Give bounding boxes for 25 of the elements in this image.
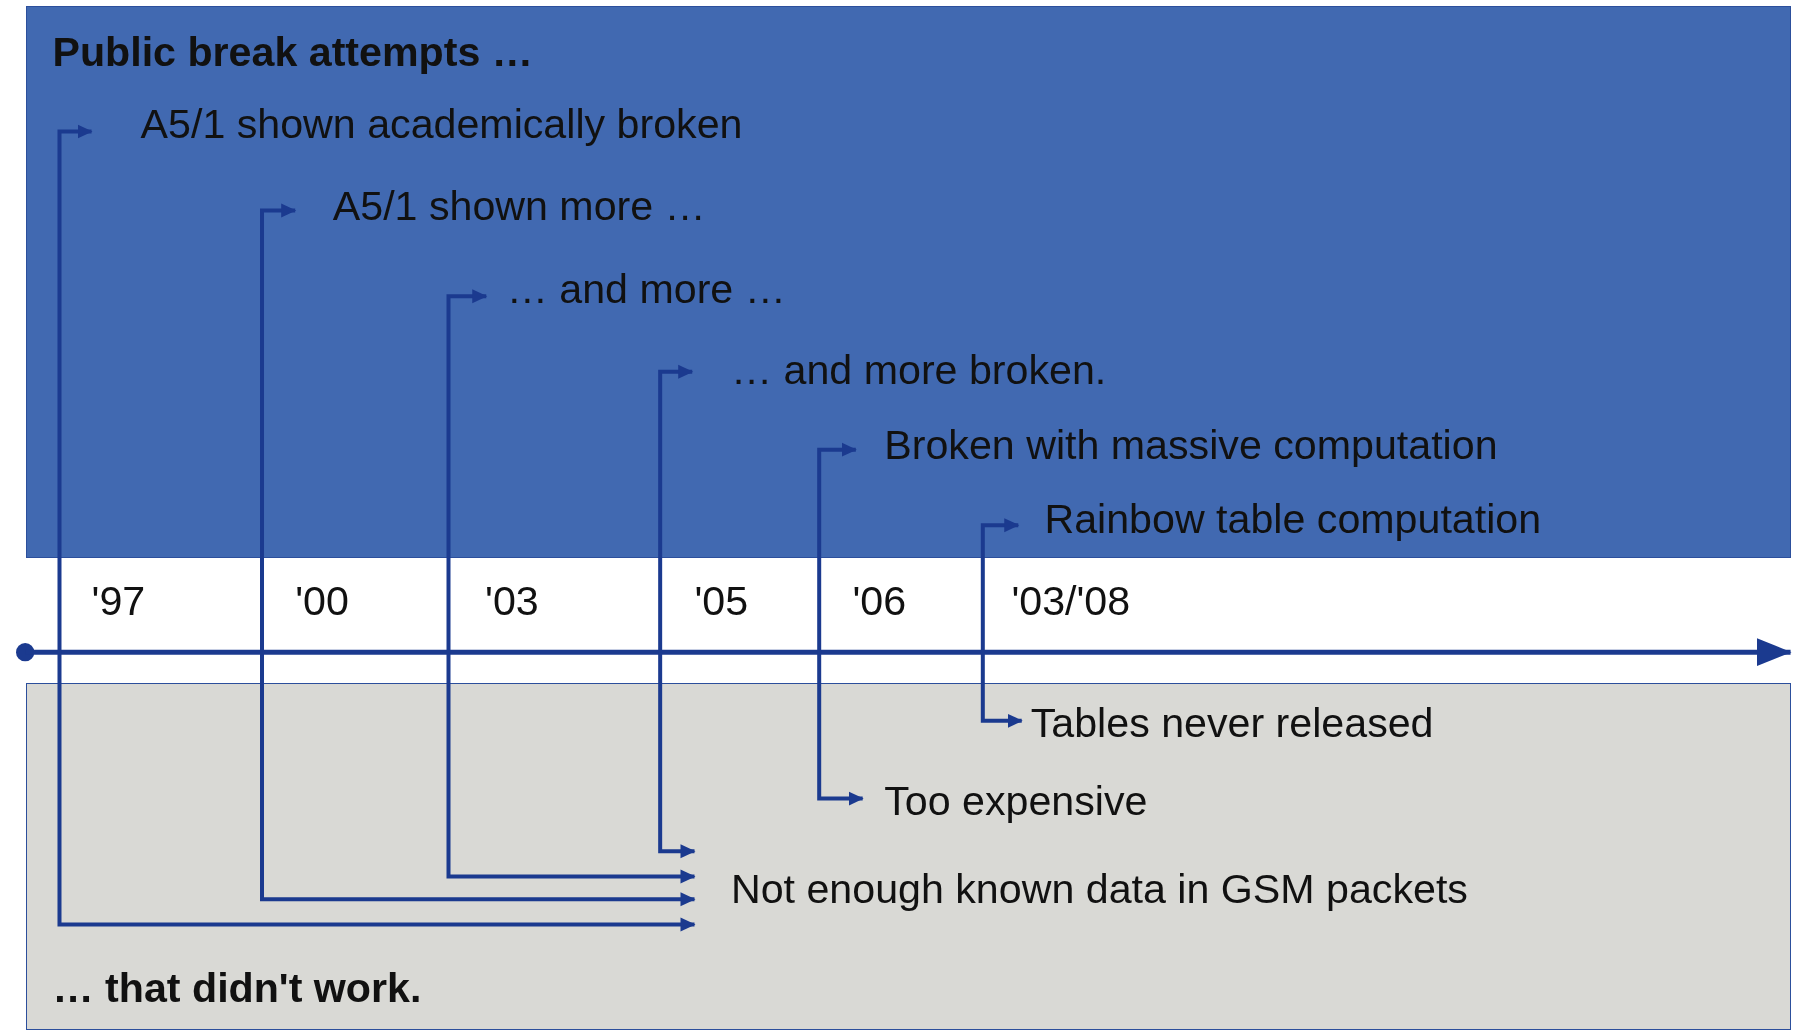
arrow [980, 518, 1023, 728]
year-label: '05 [694, 577, 749, 627]
year-label: '97 [91, 577, 146, 627]
event-text: A5/1 shown academically broken [140, 99, 743, 150]
event-text: Tables never released [1030, 699, 1434, 749]
year-label: '03/'08 [1011, 577, 1131, 627]
year-label: '00 [295, 577, 349, 627]
event-text: A5/1 shown more … [332, 182, 706, 232]
event-text: … and more … [506, 264, 786, 314]
event-text: Not enough known data in GSM packets [730, 865, 1468, 915]
arrow [817, 442, 864, 806]
arrow [658, 364, 696, 859]
arrow [260, 203, 696, 907]
year-label: '03 [485, 577, 539, 627]
event-text: Rainbow table computation [1044, 494, 1542, 544]
arrow [57, 124, 696, 932]
event-text: Too expensive [884, 777, 1148, 827]
panel-heading: Public break attempts … [52, 27, 533, 77]
panel [26, 683, 1791, 1030]
event-text: … and more broken. [730, 345, 1107, 396]
event-text: Broken with massive computation [884, 421, 1498, 471]
panel-heading: … that didn't work. [52, 963, 422, 1013]
year-label: '06 [852, 577, 907, 627]
arrow [446, 289, 696, 884]
panel [26, 5, 1791, 559]
